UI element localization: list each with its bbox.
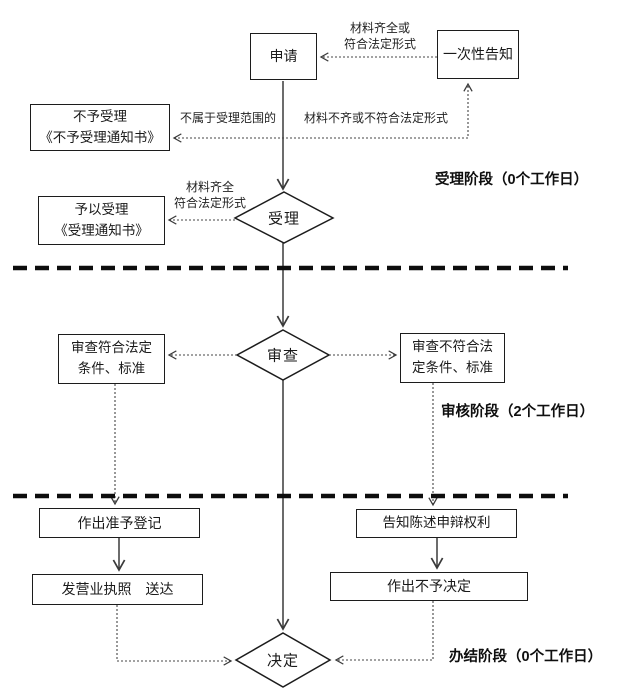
node-grant-registration: 作出准予登记	[39, 508, 200, 538]
stage-label-accept: 受理阶段（0个工作日）	[435, 172, 589, 188]
edge-license-to-decision	[116, 605, 233, 666]
diamond-decision	[234, 632, 332, 688]
node-notify-rights: 告知陈述申辩权利	[356, 509, 517, 538]
stage-label-review: 审核阶段（2个工作日）	[441, 404, 595, 420]
node-review-pass: 审查符合法定 条件、标准	[58, 334, 165, 384]
node-apply: 申请	[250, 33, 317, 80]
node-accepted: 予以受理 《受理通知书》	[38, 196, 165, 245]
diamond-accept	[233, 191, 335, 244]
node-not-accepted: 不予受理 《不予受理通知书》	[30, 104, 170, 151]
stage-label-final: 办结阶段（0个工作日）	[449, 649, 603, 665]
label-decision-diamond: 决定	[266, 652, 300, 670]
node-review-fail: 审查不符合法 定条件、标准	[400, 333, 505, 383]
diamond-review	[235, 329, 331, 381]
node-deny-decision: 作出不予决定	[330, 572, 528, 601]
edge-deny-to-decision	[334, 601, 434, 665]
edge-label-complete-or-legal: 材料齐全或 符合法定形式	[343, 21, 416, 51]
edge-label-not-in-scope: 不属于受理范围的	[179, 111, 276, 125]
edge-label-complete-legal: 材料齐全 符合法定形式	[173, 180, 246, 210]
node-issue-license: 发营业执照 送达	[32, 574, 203, 605]
node-one-time-notice: 一次性告知	[437, 30, 519, 79]
label-review-diamond: 审查	[266, 347, 300, 365]
label-accept-diamond: 受理	[267, 210, 301, 228]
edge-label-incomplete-or-illegal: 材料不齐或不符合法定形式	[303, 111, 448, 125]
